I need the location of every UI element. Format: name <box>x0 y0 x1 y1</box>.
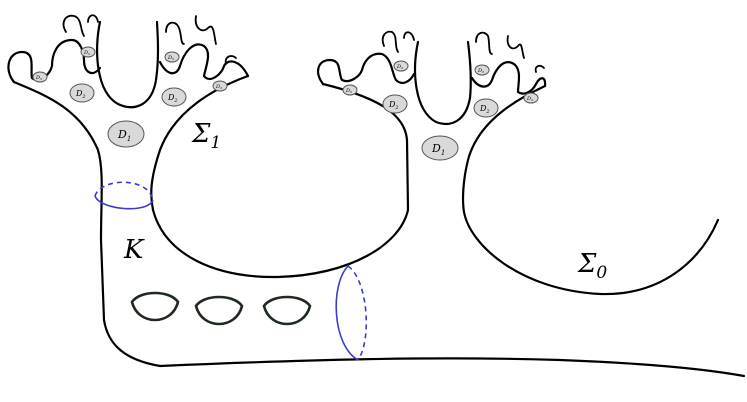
left-tiny-lobe-3 <box>165 21 185 45</box>
left-disk-d3a <box>32 71 48 83</box>
left-center-lobe <box>95 20 160 109</box>
left-disk-d2b <box>161 87 187 107</box>
right-disk-d3a <box>342 84 358 96</box>
sigma1-label: Σ1 <box>191 119 221 153</box>
right-disk-d3c <box>474 64 490 76</box>
right-d3a-label: D3 <box>345 88 352 94</box>
left-disk-d2a <box>69 83 95 103</box>
sigma0-label: Σ0 <box>577 249 607 283</box>
handle-2 <box>194 295 244 326</box>
left-d2b-label: D2 <box>167 93 178 104</box>
right-disk-d3b <box>393 60 409 72</box>
bottom-curve <box>158 357 746 378</box>
cutting-circle-neck <box>94 181 154 210</box>
right-disk-d3d <box>523 92 539 104</box>
right-d3c-label: D3 <box>477 68 484 74</box>
left-d2a-label: D2 <box>75 89 86 100</box>
right-tiny-lobe-3 <box>475 31 493 55</box>
left-lobe-2 <box>82 58 102 75</box>
left-disk-d3b <box>80 46 96 58</box>
right-tiny-lobe-5 <box>534 65 545 73</box>
right-d2a-label: D2 <box>388 100 399 111</box>
tube-circle-back <box>347 265 368 361</box>
left-d3a-label: D3 <box>35 75 42 81</box>
left-tiny-lobe-5 <box>224 55 237 65</box>
right-d2b-label: D2 <box>479 104 490 115</box>
left-tiny-lobe-4 <box>194 15 217 45</box>
right-tiny-lobe-2 <box>403 31 415 41</box>
left-d3c-label: D3 <box>167 55 174 61</box>
right-center-lobe <box>413 40 472 125</box>
handle-1 <box>130 291 180 322</box>
right-tree-right-branch <box>461 84 720 296</box>
left-d3d-label: D3 <box>215 84 222 90</box>
right-tiny-lobe-4 <box>506 35 525 59</box>
handle-3 <box>262 295 312 326</box>
right-disk-d1 <box>421 135 459 161</box>
right-lobe-1 <box>317 52 416 86</box>
left-disk-d3d <box>212 80 228 92</box>
cutting-circle-tube <box>335 265 368 361</box>
left-tiny-lobe-1 <box>62 14 85 37</box>
right-d1-label: D1 <box>431 142 445 157</box>
neck-circle-front <box>94 195 154 210</box>
left-d1-label: D1 <box>117 128 131 143</box>
right-d3d-label: D3 <box>526 96 533 102</box>
right-tiny-lobe-1 <box>381 30 399 53</box>
tube-circle-front <box>335 265 359 361</box>
left-d3b-label: D3 <box>83 50 90 56</box>
handles <box>130 291 312 326</box>
left-disks: D1 D2 D2 D3 D3 D3 D3 <box>32 46 228 148</box>
left-disk-d3c <box>164 51 180 63</box>
left-tiny-lobe-2 <box>87 14 99 23</box>
k-label: K <box>123 235 145 265</box>
right-tree-lobes <box>317 30 547 125</box>
right-lobe-2 <box>470 61 547 95</box>
right-disks: D1 D2 D2 D3 D3 D3 D3 <box>342 60 539 161</box>
right-disk-d2a <box>382 94 408 114</box>
neck-circle-back <box>94 181 154 201</box>
left-tree-inner-bowl <box>151 82 410 279</box>
left-disk-d1 <box>107 120 145 148</box>
right-disk-d2b <box>473 98 499 118</box>
right-d3b-label: D3 <box>396 64 403 70</box>
